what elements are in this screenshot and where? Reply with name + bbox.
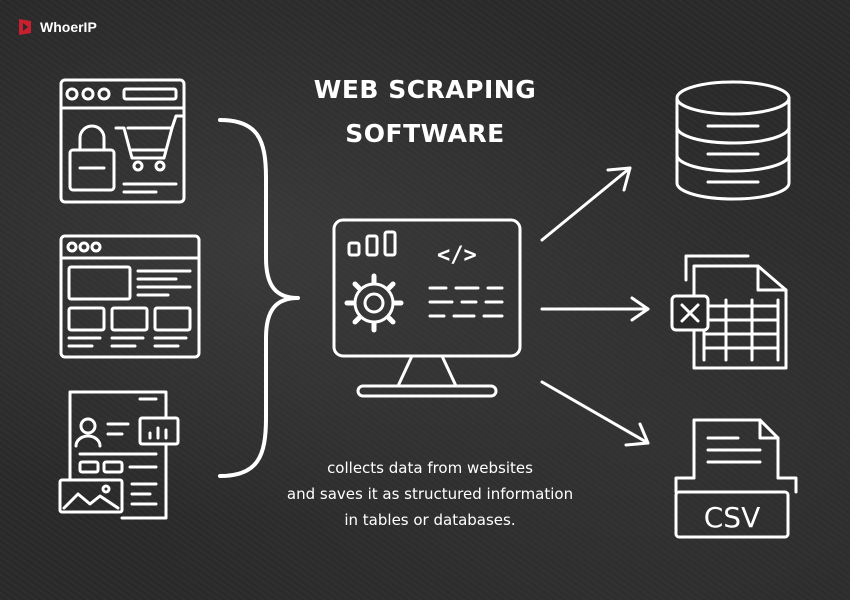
code-glyph: </> bbox=[437, 243, 477, 268]
caption-line-3: in tables or databases. bbox=[344, 511, 516, 529]
profile-dashboard-icon bbox=[58, 390, 180, 520]
caption-line-1: collects data from websites bbox=[327, 459, 533, 477]
caption-line-2: and saves it as structured information bbox=[286, 485, 574, 503]
layout-website-icon bbox=[59, 234, 201, 359]
title-line-1: WEB SCRAPING bbox=[313, 75, 537, 104]
brand-name: WhoerIP bbox=[40, 19, 97, 35]
shopping-website-icon bbox=[59, 78, 186, 204]
grouping-brace bbox=[218, 118, 300, 478]
page-title: WEB SCRAPING SOFTWARE bbox=[290, 68, 560, 156]
title-line-2: SOFTWARE bbox=[345, 119, 505, 148]
brand-mark-icon bbox=[19, 19, 31, 35]
brand-logo: WhoerIP bbox=[18, 17, 97, 37]
caption: collects data from websites and saves it… bbox=[240, 455, 620, 533]
csv-file-icon: CSV bbox=[674, 418, 798, 539]
csv-label: CSV bbox=[704, 501, 760, 534]
database-icon bbox=[675, 80, 791, 201]
output-arrows bbox=[540, 166, 650, 447]
spreadsheet-excel-icon bbox=[670, 254, 788, 370]
monitor-code-gear-icon: </> bbox=[332, 218, 522, 398]
